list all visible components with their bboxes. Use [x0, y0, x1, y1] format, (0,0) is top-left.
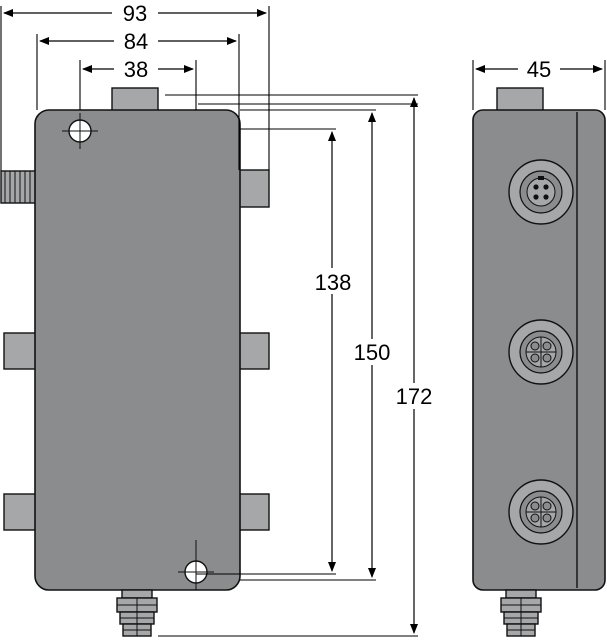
cable-gland-side [500, 589, 542, 637]
thread-lines [4, 171, 31, 203]
dim-side-depth: 45 [527, 57, 551, 82]
dim-mounting-width: 84 [124, 29, 148, 54]
top-connector [111, 87, 159, 113]
side-dimensions: 45 [472, 57, 606, 110]
side-view [472, 87, 606, 637]
m12-connector-bottom [508, 479, 574, 545]
dim-connector-spacing: 38 [124, 57, 148, 82]
right-connector-middle [238, 332, 270, 370]
front-dimensions: 93 84 38 138 150 172 [0, 1, 436, 637]
cable-gland-front [116, 589, 158, 637]
m12-connector-middle [508, 319, 574, 385]
front-view [0, 87, 270, 637]
dim-hole-spacing: 138 [315, 270, 352, 295]
m12-connector-top [508, 159, 574, 225]
left-connector-top-threaded [0, 170, 37, 204]
dim-overall-height: 172 [396, 384, 433, 409]
mounting-hole-bottom [178, 540, 214, 590]
left-connector-bottom [3, 493, 37, 531]
left-connector-middle [3, 332, 37, 370]
front-body [34, 109, 241, 591]
right-connector-bottom [238, 493, 270, 531]
dim-body-height: 150 [354, 340, 391, 365]
dim-overall-width: 93 [123, 1, 147, 26]
right-connector-top [238, 169, 270, 208]
side-top-connector [496, 87, 544, 113]
mounting-hole-top [62, 113, 98, 149]
